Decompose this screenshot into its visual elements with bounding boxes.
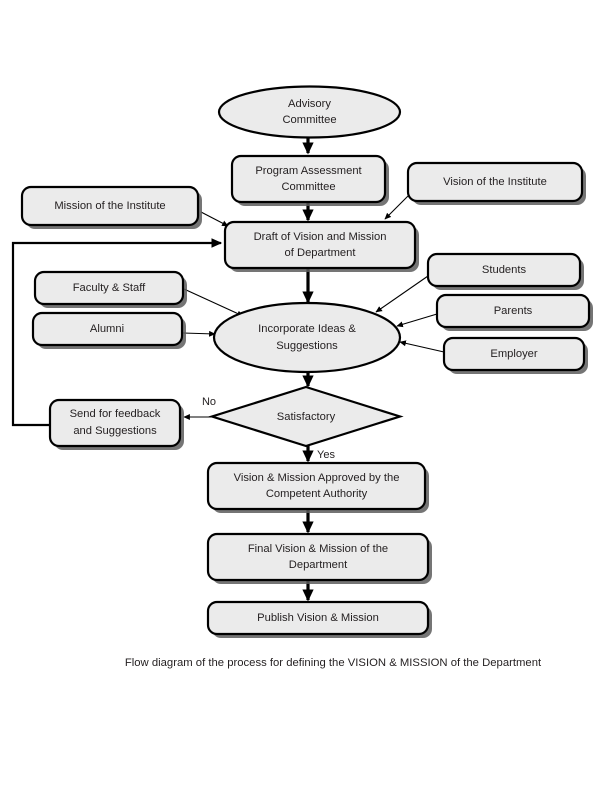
edge-alumni-to-incorporate bbox=[182, 330, 216, 337]
node-approved-by-authority-label-line2: Competent Authority bbox=[266, 488, 368, 500]
node-parents[interactable]: Parents bbox=[435, 293, 593, 331]
node-advisory-committee-label-line1: Advisory bbox=[288, 98, 331, 110]
edge-feedback-loop-to-draft bbox=[11, 238, 223, 427]
node-program-assessment-committee[interactable]: Program Assessment Committee bbox=[230, 154, 389, 206]
node-vision-of-institute[interactable]: Vision of the Institute bbox=[406, 161, 586, 205]
edge-label-yes: Yes bbox=[317, 449, 335, 461]
node-program-assessment-committee-label-line2: Committee bbox=[281, 181, 335, 193]
edges-layer bbox=[11, 137, 445, 602]
node-final-vision-mission-label-line1: Final Vision & Mission of the bbox=[248, 543, 388, 555]
node-approved-by-authority-label-line1: Vision & Mission Approved by the bbox=[234, 472, 400, 484]
edge-vision-to-draft bbox=[384, 195, 409, 220]
node-advisory-committee-label-line2: Committee bbox=[282, 114, 336, 126]
node-send-for-feedback-label-line1: Send for feedback bbox=[70, 408, 161, 420]
node-employer-label: Employer bbox=[490, 348, 538, 360]
node-send-for-feedback-label-line2: and Suggestions bbox=[73, 425, 157, 437]
node-mission-of-institute[interactable]: Mission of the Institute bbox=[20, 185, 202, 229]
node-final-vision-mission[interactable]: Final Vision & Mission of the Department bbox=[206, 532, 432, 584]
node-alumni-label: Alumni bbox=[90, 323, 124, 335]
node-students-label: Students bbox=[482, 264, 527, 276]
node-employer[interactable]: Employer bbox=[442, 336, 588, 374]
node-advisory-committee[interactable]: Advisory Committee bbox=[217, 85, 402, 139]
edge-label-no: No bbox=[202, 396, 216, 408]
node-incorporate-ideas[interactable]: Incorporate Ideas & Suggestions bbox=[212, 301, 402, 374]
node-alumni[interactable]: Alumni bbox=[31, 311, 186, 349]
edge-mission-to-draft bbox=[200, 211, 229, 227]
edge-parents-to-incorporate bbox=[396, 313, 438, 328]
node-draft-vision-mission-label-line1: Draft of Vision and Mission bbox=[254, 231, 387, 243]
edge-students-to-incorporate bbox=[375, 275, 429, 313]
node-incorporate-ideas-label-line2: Suggestions bbox=[276, 340, 338, 352]
node-publish-vision-mission-label: Publish Vision & Mission bbox=[257, 612, 379, 624]
node-publish-vision-mission[interactable]: Publish Vision & Mission bbox=[206, 600, 432, 638]
node-incorporate-ideas-label-line1: Incorporate Ideas & bbox=[258, 323, 356, 335]
node-faculty-staff-label: Faculty & Staff bbox=[73, 282, 146, 294]
node-final-vision-mission-label-line2: Department bbox=[289, 559, 348, 571]
node-faculty-staff[interactable]: Faculty & Staff bbox=[33, 270, 187, 308]
node-send-for-feedback[interactable]: Send for feedback and Suggestions bbox=[48, 398, 184, 450]
diagram-caption: Flow diagram of the process for defining… bbox=[125, 657, 542, 669]
node-draft-vision-mission[interactable]: Draft of Vision and Mission of Departmen… bbox=[223, 220, 419, 272]
node-students[interactable]: Students bbox=[426, 252, 584, 290]
node-mission-of-institute-label: Mission of the Institute bbox=[54, 200, 165, 212]
node-approved-by-authority[interactable]: Vision & Mission Approved by the Compete… bbox=[206, 461, 429, 513]
node-program-assessment-committee-label-line1: Program Assessment bbox=[255, 165, 362, 177]
node-vision-of-institute-label: Vision of the Institute bbox=[443, 176, 547, 188]
edge-faculty-to-incorporate bbox=[183, 288, 244, 317]
node-draft-vision-mission-label-line2: of Department bbox=[285, 247, 357, 259]
node-satisfactory-label: Satisfactory bbox=[277, 411, 336, 423]
edge-employer-to-incorporate bbox=[399, 340, 445, 353]
node-satisfactory[interactable]: Satisfactory bbox=[208, 385, 404, 448]
node-parents-label: Parents bbox=[494, 305, 533, 317]
